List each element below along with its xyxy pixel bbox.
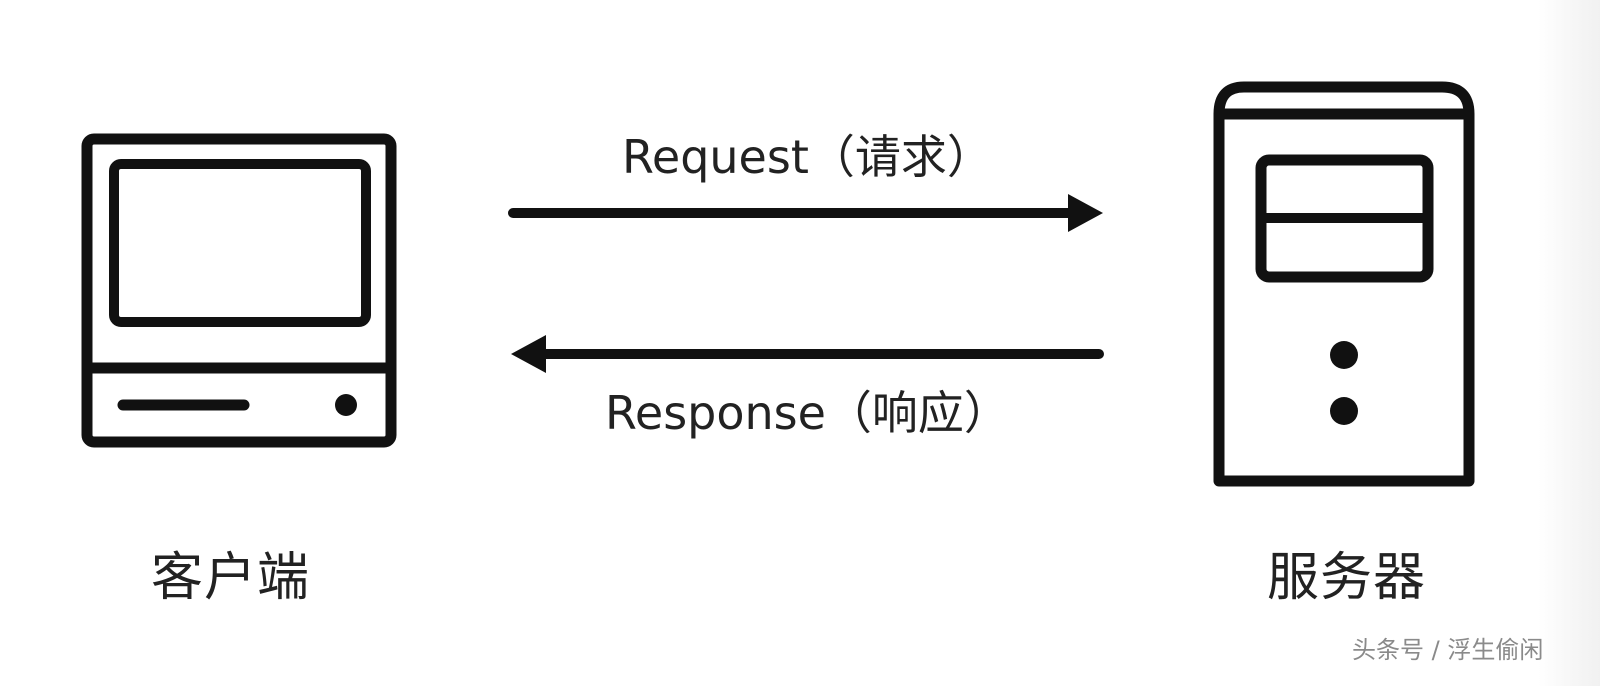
response-arrowhead	[511, 335, 546, 373]
computer-power-light	[335, 394, 357, 416]
server-indicator-light-2	[1330, 397, 1358, 425]
server-tower-icon	[1213, 81, 1475, 487]
request-label: Request（请求）	[622, 130, 993, 184]
response-arrow	[511, 335, 1104, 373]
desktop-computer-icon	[81, 133, 397, 448]
client-label: 客户端	[151, 548, 311, 608]
server-indicator-light-1	[1330, 341, 1358, 369]
right-edge-shade	[1538, 0, 1600, 686]
server-label: 服务器	[1267, 548, 1427, 608]
computer-screen	[109, 159, 371, 327]
computer-body	[81, 133, 397, 448]
server-case	[1213, 81, 1475, 487]
request-arrowhead	[1068, 194, 1103, 232]
watermark-text: 头条号 / 浮生偷闲	[1352, 636, 1544, 664]
response-label: Response（响应）	[605, 386, 1010, 440]
request-arrow	[508, 194, 1103, 232]
